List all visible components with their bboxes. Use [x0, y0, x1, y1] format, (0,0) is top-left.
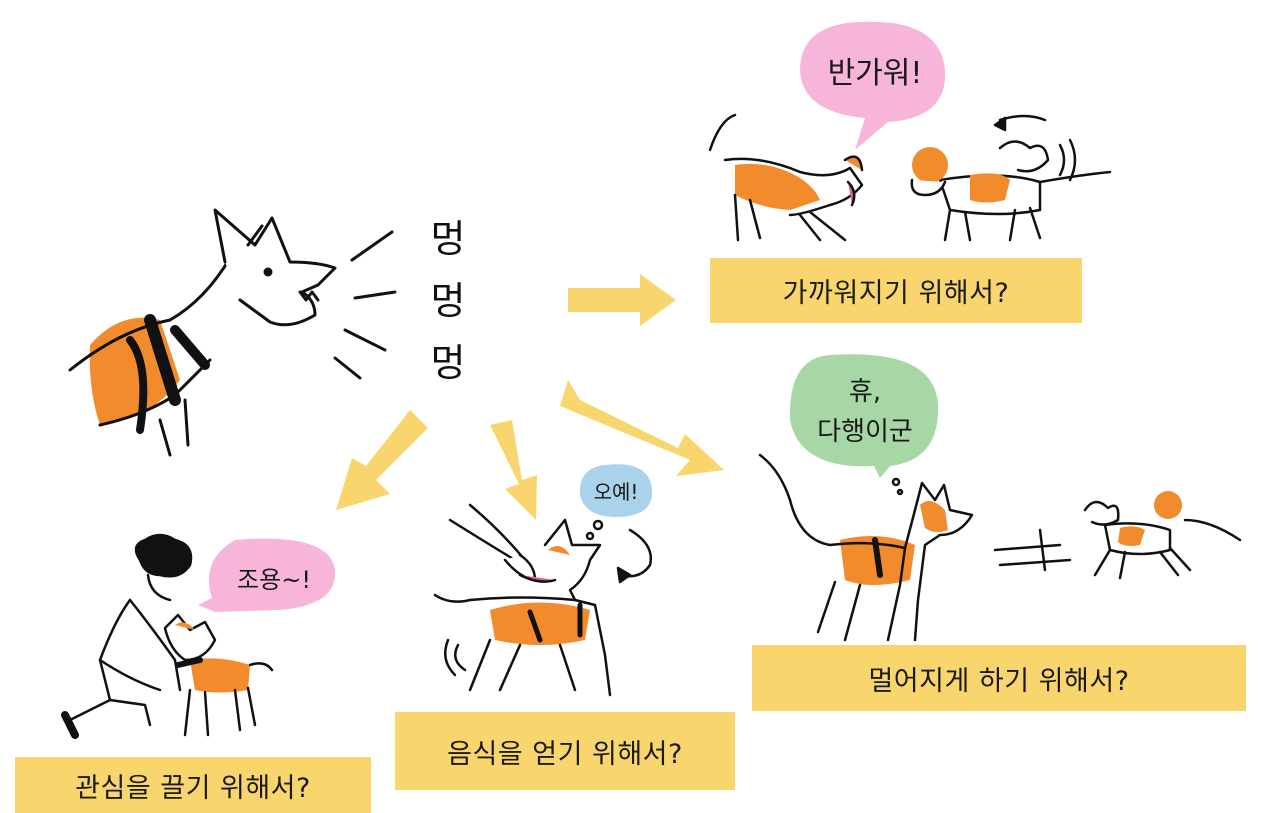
- yay-bubble-text: 오예!: [593, 480, 639, 504]
- arrow-to-food: [490, 420, 537, 520]
- relief-line-1: 휴,: [848, 377, 882, 407]
- bark-syllable: 멍: [430, 217, 466, 261]
- relief-bubble-text: 휴, 다행이군: [795, 372, 935, 452]
- greeting-bubble-text: 반가워!: [827, 56, 923, 91]
- label-distance: 멀어지게 하기 위해서?: [752, 645, 1246, 711]
- food-scene: [433, 464, 653, 697]
- distance-scene: [758, 354, 1242, 642]
- arrow-to-approach: [568, 274, 676, 326]
- arrow-to-attention: [336, 410, 428, 510]
- arrows: [336, 274, 724, 520]
- bark-text: 멍 멍 멍: [418, 208, 478, 394]
- hush-bubble-text: 조용~!: [237, 566, 311, 594]
- relief-bubble: [789, 354, 939, 478]
- label-attention: 관심을 끌기 위해서?: [15, 757, 371, 813]
- label-approach: 가까워지기 위해서?: [710, 258, 1082, 323]
- barking-dog: [68, 208, 397, 457]
- bark-syllable: 멍: [430, 341, 466, 385]
- label-food: 음식을 얻기 위해서?: [395, 712, 735, 790]
- attention-scene: [61, 533, 336, 739]
- hush-bubble: [198, 538, 336, 612]
- approach-scene: [708, 21, 1112, 242]
- greeting-bubble: [800, 21, 946, 151]
- yay-bubble: [579, 464, 653, 518]
- relief-line-2: 다행이군: [817, 417, 913, 447]
- bark-syllable: 멍: [430, 279, 466, 323]
- arrow-to-distance: [560, 380, 724, 476]
